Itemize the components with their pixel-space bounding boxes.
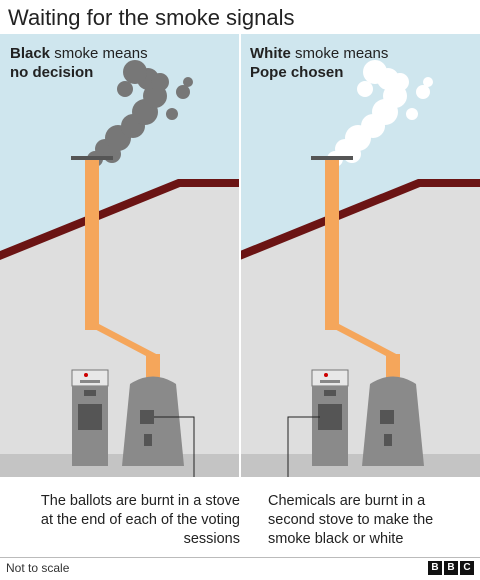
black-caption-bold: Black	[10, 45, 51, 62]
white-smoke-panel: White smoke means Pope chosen	[240, 34, 480, 477]
footer-divider	[0, 557, 480, 558]
not-to-scale-note: Not to scale	[6, 561, 70, 575]
right-leader-line	[287, 416, 320, 477]
chemical-stove	[122, 376, 184, 466]
black-smoke-caption: Black smoke means no decision	[10, 44, 148, 82]
bbc-logo-letter-1: B	[428, 561, 442, 575]
black-smoke-scene	[0, 34, 240, 477]
chapel-wall	[0, 184, 240, 477]
floor	[0, 454, 240, 477]
white-smoke-caption: White smoke means Pope chosen	[250, 44, 388, 82]
bbc-logo-letter-2: B	[444, 561, 458, 575]
ballot-stove	[71, 369, 109, 466]
chemical-stove	[362, 376, 424, 466]
white-caption-rest: smoke means	[290, 45, 389, 62]
left-leader-line	[154, 416, 195, 477]
bbc-logo-letter-3: C	[460, 561, 474, 575]
white-smoke-scene	[240, 34, 480, 477]
black-smoke-panel: Black smoke means no decision	[0, 34, 240, 477]
white-caption-bold: White	[250, 45, 291, 62]
black-caption-line2: no decision	[10, 64, 94, 81]
ballot-stove-note: The ballots are burnt in a stove at the …	[40, 493, 240, 547]
chimney-pipe	[311, 156, 400, 379]
white-caption-line2: Pope chosen	[250, 64, 344, 81]
chimney-pipe	[71, 156, 160, 379]
floor	[240, 454, 480, 477]
black-smoke	[87, 60, 193, 167]
panel-divider	[239, 34, 241, 477]
white-smoke	[327, 60, 433, 167]
chapel-wall	[240, 184, 480, 477]
chemical-stove-note: Chemicals are burnt in a second stove to…	[268, 493, 434, 547]
black-caption-rest: smoke means	[50, 45, 148, 62]
bbc-logo: B B C	[428, 561, 474, 575]
page-title: Waiting for the smoke signals	[8, 5, 295, 30]
ballot-stove	[311, 369, 349, 466]
